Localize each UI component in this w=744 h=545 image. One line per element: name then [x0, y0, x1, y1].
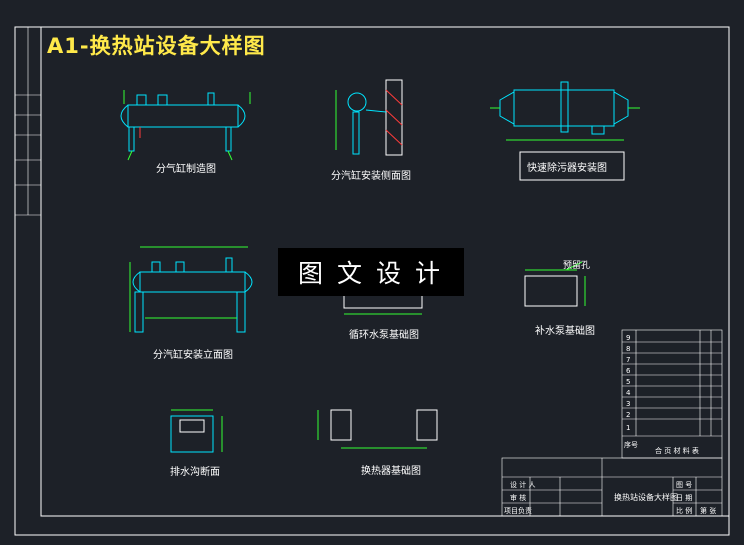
tb-drawing-no: 图 号 — [676, 481, 692, 489]
manifold-side-drawing — [335, 79, 403, 156]
label-manifold-side: 分汽缸安装侧面图 — [331, 169, 411, 182]
label-makeup-foundation: 补水泵基础图 — [535, 324, 595, 337]
manifold-structure-drawing — [120, 90, 251, 161]
label-exchanger-foundation: 换热器基础图 — [361, 464, 421, 477]
materials-table-text: 9 8 7 6 5 4 3 2 1 序号 合 页 材 料 表 — [624, 334, 699, 455]
table-title: 合 页 材 料 表 — [655, 446, 699, 455]
makeup-foundation-drawing — [524, 261, 586, 307]
filter-label-box — [519, 151, 625, 181]
label-drain-section: 排水沟断面 — [170, 465, 220, 478]
table-row-4: 4 — [626, 389, 631, 397]
tb-sheet: 第 张 — [700, 506, 716, 515]
table-row-1: 1 — [626, 424, 630, 432]
table-row-8: 8 — [626, 345, 630, 353]
inner-frame — [40, 26, 730, 517]
table-header-no: 序号 — [624, 440, 638, 449]
manifold-elevation-drawing — [129, 246, 253, 333]
filter-drawing — [490, 81, 640, 141]
tb-scale: 比 例 — [676, 506, 692, 515]
table-row-3: 3 — [626, 400, 630, 408]
tb-drawing-name: 换热站设备大样图 — [614, 492, 678, 502]
tb-project-manager: 项目负责 — [504, 506, 532, 515]
callout-pre-hole: 预留孔 — [563, 259, 590, 271]
tb-designer: 设 计 人 — [510, 480, 535, 489]
table-row-2: 2 — [626, 411, 630, 419]
title-block — [501, 457, 723, 517]
watermark: 图文设计 — [278, 248, 464, 296]
title-block-text: 设 计 人 审 核 项目负责 换热站设备大样图 图 号 日 期 比 例 第 张 — [504, 480, 716, 515]
materials-table — [621, 329, 723, 459]
revision-strip — [15, 27, 41, 216]
table-row-9: 9 — [626, 334, 630, 342]
table-row-6: 6 — [626, 367, 631, 375]
label-manifold-structure: 分气缸制造图 — [156, 162, 216, 175]
table-row-7: 7 — [626, 356, 630, 364]
sheet-title: A1-换热站设备大样图 — [47, 34, 266, 58]
drain-section-drawing — [170, 409, 223, 453]
exchanger-foundation-drawing — [317, 409, 438, 449]
label-pump-foundation: 循环水泵基础图 — [349, 328, 419, 341]
tb-review: 审 核 — [510, 493, 526, 502]
tb-date: 日 期 — [676, 494, 692, 502]
table-row-5: 5 — [626, 378, 630, 386]
label-filter: 快速除污器安装图 — [527, 161, 607, 174]
label-manifold-elevation: 分汽缸安装立面图 — [153, 348, 233, 361]
